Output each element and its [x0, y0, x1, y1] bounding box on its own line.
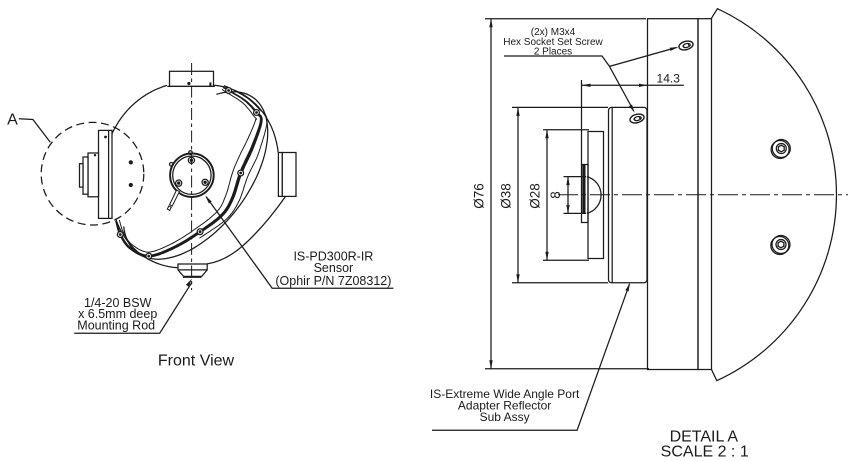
svg-text:DETAIL A: DETAIL A: [670, 429, 739, 446]
svg-text:IS-Extreme Wide Angle Port: IS-Extreme Wide Angle Port: [430, 387, 580, 401]
svg-text:x 6.5mm deep: x 6.5mm deep: [78, 307, 157, 321]
svg-text:Hex Socket Set Screw: Hex Socket Set Screw: [503, 37, 603, 48]
svg-text:14.3: 14.3: [657, 72, 681, 86]
svg-text:A: A: [7, 112, 18, 129]
svg-text:Adapter Reflector: Adapter Reflector: [458, 399, 551, 413]
svg-text:(2x) M3x4: (2x) M3x4: [531, 27, 576, 38]
svg-text:1/4-20 BSW: 1/4-20 BSW: [84, 296, 152, 310]
svg-text:8: 8: [548, 191, 563, 199]
svg-text:Ø28: Ø28: [528, 183, 543, 209]
svg-text:2 Places: 2 Places: [534, 46, 572, 57]
svg-text:Front View: Front View: [158, 353, 235, 370]
svg-text:Mounting Rod: Mounting Rod: [77, 318, 155, 332]
svg-text:Ø38: Ø38: [499, 183, 514, 209]
svg-text:Sensor: Sensor: [314, 261, 354, 275]
svg-text:Ø76: Ø76: [472, 183, 487, 209]
svg-text:SCALE 2 : 1: SCALE 2 : 1: [661, 444, 749, 461]
svg-text:IS-PD300R-IR: IS-PD300R-IR: [293, 249, 373, 263]
svg-text:(Ophir P/N 7Z08312): (Ophir P/N 7Z08312): [275, 274, 391, 288]
svg-text:Sub Assy: Sub Assy: [480, 410, 530, 424]
